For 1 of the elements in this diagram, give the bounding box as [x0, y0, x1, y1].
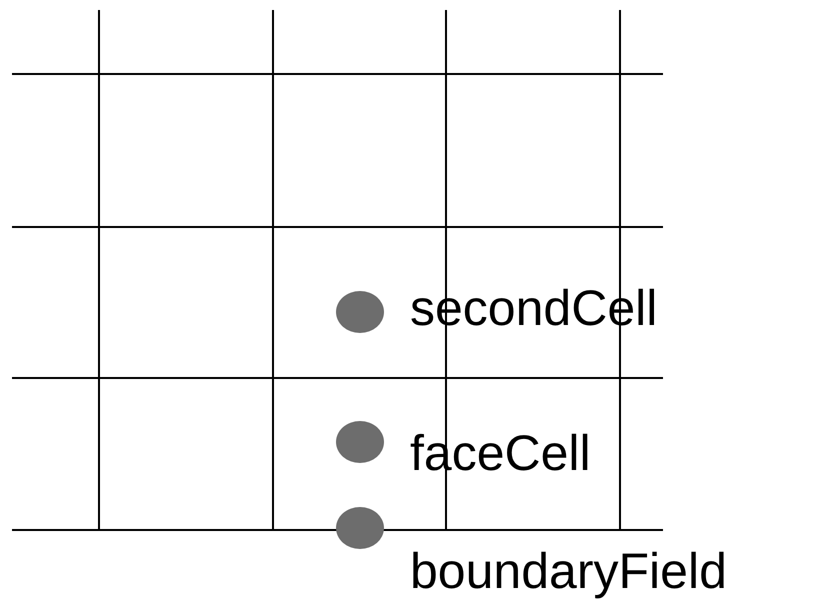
point-label: boundaryField — [410, 546, 727, 596]
